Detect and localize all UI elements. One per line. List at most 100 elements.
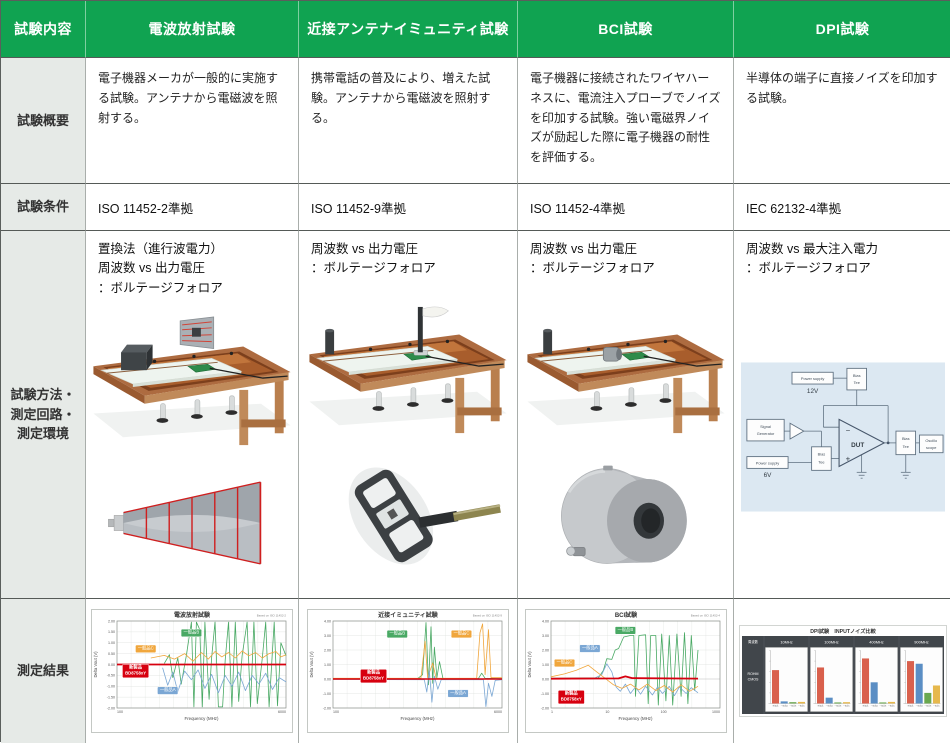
svg-text:一般品B: 一般品B <box>789 704 797 708</box>
condition-cell-dpi: IEC 62132-4準拠 <box>734 184 950 231</box>
svg-text:一般品B: 一般品B <box>617 626 633 633</box>
condition-cell-bci: ISO 11452-4準拠 <box>518 184 734 231</box>
svg-text:BD8758xY: BD8758xY <box>560 697 581 702</box>
diagram-label: Power supply <box>800 376 823 381</box>
svg-text:2.00: 2.00 <box>108 619 115 623</box>
svg-text:一般品B: 一般品B <box>879 704 887 708</box>
svg-text:一般品A: 一般品A <box>915 704 923 708</box>
header-cell-test-content: 試験内容 <box>1 1 86 58</box>
svg-text:Tee: Tee <box>853 380 859 385</box>
svg-text:3.00: 3.00 <box>324 634 331 638</box>
condition-cell-radiated: ISO 11452-2準拠 <box>86 184 299 231</box>
overview-cell-dpi: 半導体の端子に直接ノイズを印加する試験。 <box>734 58 950 184</box>
svg-text:新製品: 新製品 <box>907 704 913 708</box>
column-title: BCI試験 <box>598 21 653 37</box>
svg-text:一般品A: 一般品A <box>450 689 466 696</box>
svg-text:新製品: 新製品 <box>772 704 778 708</box>
svg-text:6000: 6000 <box>494 710 502 714</box>
svg-text:周波数: 周波数 <box>748 639 759 644</box>
svg-text:Power supply: Power supply <box>755 461 778 466</box>
svg-text:一般品C: 一般品C <box>887 704 895 708</box>
overview-cell-bci: 電子機器に接続されたワイヤハーネスに、電流注入プローブでノイズを印加する試験。強… <box>518 58 734 184</box>
svg-text:Generator: Generator <box>756 431 774 436</box>
svg-text:一般品B: 一般品B <box>389 630 405 637</box>
svg-text:新製品: 新製品 <box>367 669 381 676</box>
bci-injection-probe-illustration <box>560 465 687 565</box>
svg-text:新製品: 新製品 <box>129 664 143 671</box>
proximity-test-bench-illustration <box>309 306 507 433</box>
radiated-test-bench-illustration <box>93 316 291 446</box>
svg-text:Delta Vout (V): Delta Vout (V) <box>93 651 98 678</box>
svg-text:一般品A: 一般品A <box>581 644 597 651</box>
svg-text:Delta Vout (V): Delta Vout (V) <box>309 651 314 678</box>
svg-text:電波放射試験: 電波放射試験 <box>174 611 211 619</box>
svg-text:一般品C: 一般品C <box>842 704 850 708</box>
svg-text:Bias: Bias <box>852 374 860 379</box>
horn-antenna-front-icon <box>179 316 215 350</box>
svg-text:1: 1 <box>551 710 553 714</box>
svg-text:一般品C: 一般品C <box>556 659 572 666</box>
svg-text:Bias: Bias <box>817 452 825 457</box>
supply-voltage-12v: 12V <box>806 388 818 395</box>
header-cell-radiated: 電波放射試験 <box>86 1 299 58</box>
svg-text:-1.50: -1.50 <box>107 695 115 699</box>
svg-text:Bias: Bias <box>901 436 909 441</box>
svg-text:一般品B: 一般品B <box>924 704 932 708</box>
svg-text:一般品B: 一般品B <box>834 704 842 708</box>
header-corner-label: 試験内容 <box>14 21 72 37</box>
svg-text:1000: 1000 <box>712 710 720 714</box>
svg-text:400MHz: 400MHz <box>869 640 884 645</box>
probe-stand <box>413 306 449 355</box>
svg-text:新製品: 新製品 <box>817 704 823 708</box>
proximity-probe-illustration <box>348 467 501 565</box>
horn-antenna-illustration <box>108 481 262 565</box>
svg-text:DPI試験 INPUTノイズ比較: DPI試験 INPUTノイズ比較 <box>810 627 876 635</box>
row-label-conditions: 試験条件 <box>1 184 86 231</box>
svg-text:BD8758xY: BD8758xY <box>125 670 146 675</box>
svg-text:Based on ISO 11452-2: Based on ISO 11452-2 <box>257 614 287 618</box>
svg-text:6000: 6000 <box>278 710 286 714</box>
header-cell-proximity: 近接アンテナイミュニティ試験 <box>299 1 518 58</box>
svg-text:Frequency (MHz): Frequency (MHz) <box>401 716 435 721</box>
svg-text:1.00: 1.00 <box>542 663 549 667</box>
svg-text:3.00: 3.00 <box>542 634 549 638</box>
svg-text:Tee: Tee <box>818 460 824 465</box>
supply-voltage-6v: 6V <box>763 473 772 480</box>
svg-text:Frequency (MHz): Frequency (MHz) <box>618 716 652 721</box>
svg-text:4.00: 4.00 <box>324 619 331 623</box>
svg-text:scope: scope <box>926 445 936 450</box>
svg-text:1.50: 1.50 <box>108 630 115 634</box>
svg-text:0.00: 0.00 <box>542 677 549 681</box>
method-cell-radiated: 置換法（進行波電力） 周波数 vs 出力電圧 ：ボルテージフォロア <box>86 231 299 599</box>
overview-cell-radiated: 電子機器メーカが一般的に実施する試験。アンテナから電磁波を照射する。 <box>86 58 299 184</box>
bci-test-bench-illustration <box>526 328 725 433</box>
svg-text:900MHz: 900MHz <box>914 640 929 645</box>
svg-text:一般品C: 一般品C <box>932 704 940 708</box>
svg-text:2.00: 2.00 <box>542 648 549 652</box>
header-cell-dpi: DPI試験 <box>734 1 950 58</box>
svg-text:100: 100 <box>117 710 123 714</box>
svg-text:BCI試験: BCI試験 <box>614 611 637 619</box>
row-label-method: 試験方法・ 測定回路・ 測定環境 <box>1 231 86 599</box>
svg-text:0.50: 0.50 <box>108 652 115 656</box>
column-title: 電波放射試験 <box>148 21 236 37</box>
svg-text:-2.00: -2.00 <box>107 706 115 710</box>
amplifier-box <box>121 344 153 371</box>
dut-label: DUT <box>851 442 864 449</box>
svg-text:Delta Vout (V): Delta Vout (V) <box>527 651 532 678</box>
svg-text:CMOS: CMOS <box>747 678 758 682</box>
overview-cell-proximity: 携帯電話の普及により、増えた試験。アンテナから電磁波を照射する。 <box>299 58 518 184</box>
svg-text:-2.00: -2.00 <box>540 706 548 710</box>
method-text: 置換法（進行波電力） 周波数 vs 出力電圧 ：ボルテージフォロア <box>98 242 224 295</box>
svg-text:+: + <box>845 455 850 464</box>
svg-text:1.00: 1.00 <box>324 663 331 667</box>
header-cell-bci: BCI試験 <box>518 1 734 58</box>
svg-text:一般品C: 一般品C <box>797 704 805 708</box>
